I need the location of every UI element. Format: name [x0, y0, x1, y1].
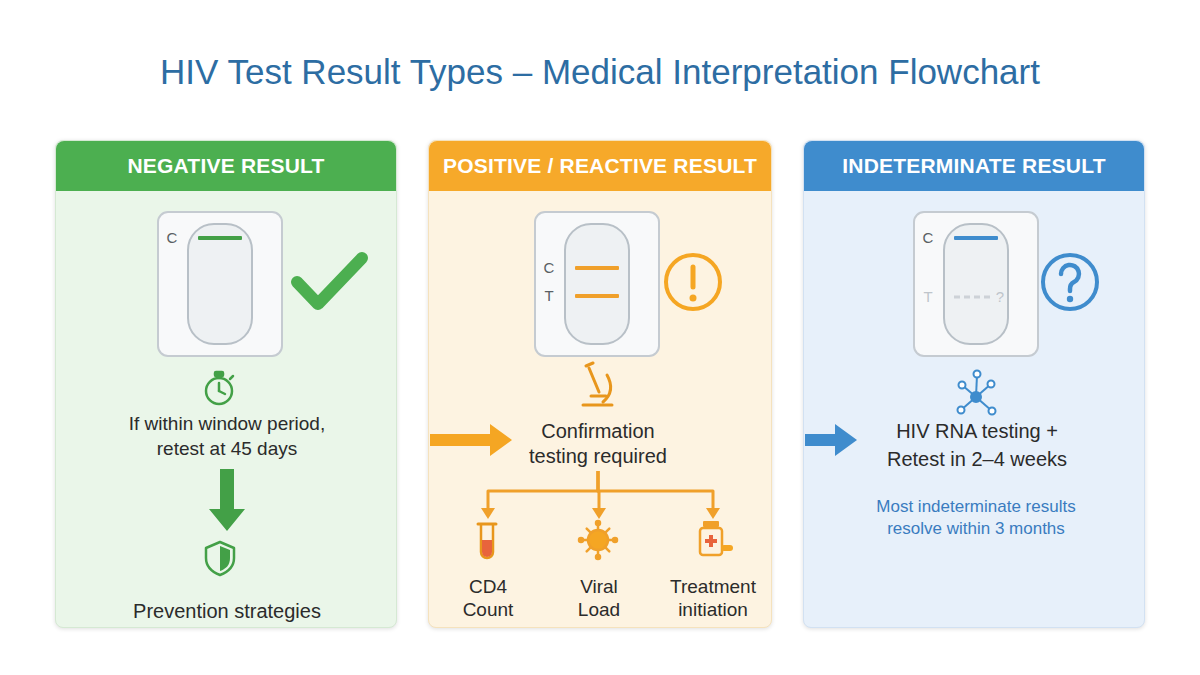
- flow-step: HIV RNA testing + Retest in 2–4 weeks: [877, 371, 1077, 473]
- step-text: HIV RNA testing + Retest in 2–4 weeks: [877, 417, 1077, 473]
- panel-heading: NEGATIVE RESULT: [127, 154, 324, 178]
- panel-header: NEGATIVE RESULT: [56, 141, 396, 191]
- step-text: Viral Load: [561, 575, 637, 621]
- result-panel: NEGATIVE RESULT If within window period, …: [55, 140, 397, 628]
- flow-step: Treatment initiation: [658, 521, 768, 621]
- flow-step: Confirmation testing required: [513, 369, 683, 469]
- panel-header: INDETERMINATE RESULT: [804, 141, 1144, 191]
- step-text: If within window period, retest at 45 da…: [107, 411, 347, 461]
- flow-step: CD4 Count: [450, 521, 526, 621]
- result-panel: INDETERMINATE RESULT HIV RNA testing + Re…: [803, 140, 1145, 628]
- step-text: Confirmation testing required: [513, 419, 683, 469]
- flow-step: Prevention strategies: [107, 539, 347, 624]
- diagram-title: HIV Test Result Types – Medical Interpre…: [0, 50, 1200, 94]
- result-panel: POSITIVE / REACTIVE RESULT Confirmation t…: [428, 140, 772, 628]
- panel-heading: INDETERMINATE RESULT: [842, 154, 1105, 178]
- step-text: CD4 Count: [450, 575, 526, 621]
- panel-heading: POSITIVE / REACTIVE RESULT: [443, 154, 757, 178]
- step-text: Prevention strategies: [107, 598, 347, 624]
- flow-step: Viral Load: [561, 521, 637, 621]
- panel-header: POSITIVE / REACTIVE RESULT: [429, 141, 771, 191]
- flow-step: If within window period, retest at 45 da…: [107, 373, 347, 461]
- step-text: Treatment initiation: [658, 575, 768, 621]
